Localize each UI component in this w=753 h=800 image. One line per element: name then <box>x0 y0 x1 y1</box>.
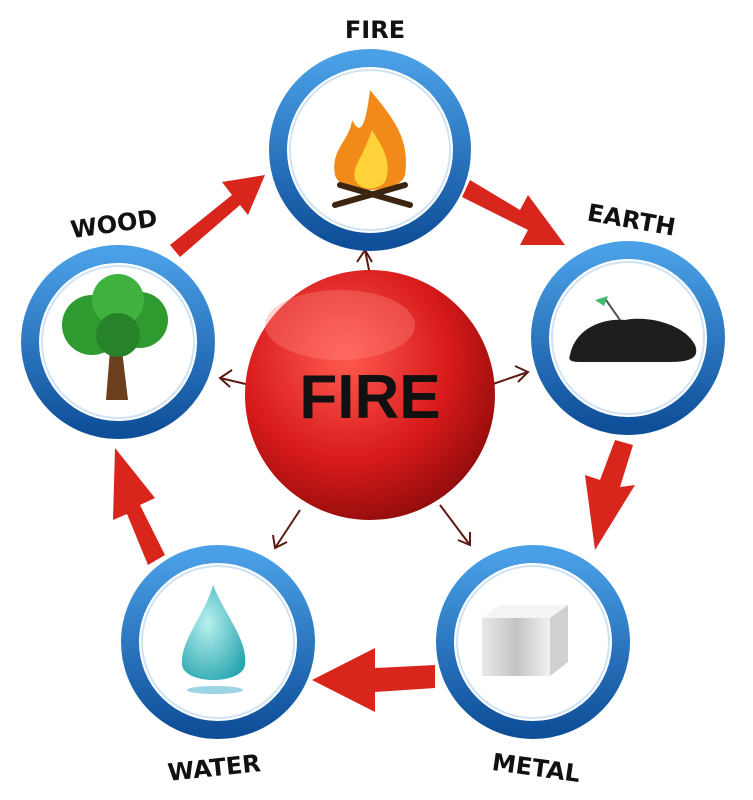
label-metal: METAL <box>490 748 582 788</box>
tree-icon <box>62 274 168 400</box>
arrow-wood-to-fire <box>170 175 265 257</box>
element-earth: EARTH <box>531 199 725 435</box>
center-label: FIRE <box>299 363 440 432</box>
element-fire: FIRE <box>269 16 471 251</box>
center-element: FIRE <box>245 270 495 520</box>
label-fire: FIRE <box>345 16 405 44</box>
rock-icon <box>569 296 697 362</box>
element-water: WATER <box>121 545 315 787</box>
center-spokes <box>218 248 530 550</box>
arrow-water-to-wood <box>113 448 165 565</box>
element-metal: METAL <box>436 545 630 788</box>
arrow-fire-to-earth <box>462 180 565 245</box>
campfire-icon <box>332 90 413 208</box>
arrow-metal-to-water <box>312 648 435 712</box>
element-wood: WOOD <box>21 204 215 439</box>
metal-block-icon <box>482 605 568 676</box>
label-water: WATER <box>166 749 262 787</box>
water-drop-icon <box>181 585 246 694</box>
arrow-earth-to-metal <box>585 440 635 550</box>
label-earth: EARTH <box>585 199 677 242</box>
cycle-arrows <box>113 175 635 712</box>
label-wood: WOOD <box>69 204 159 244</box>
